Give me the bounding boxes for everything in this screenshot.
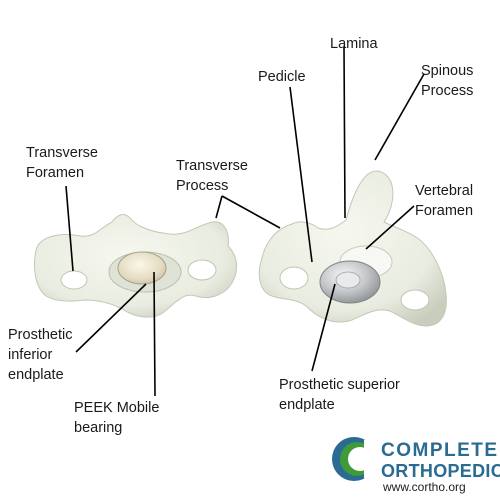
leader-lamina (343, 46, 346, 219)
peek-bearing (117, 251, 167, 285)
label-pedicle: Pedicle (258, 69, 306, 85)
leader-lines (65, 46, 425, 397)
label-prosthetic-inferior-endplate: Prosthetic inferior endplate (8, 327, 73, 383)
left-transverse-foramen-hole-right (187, 259, 217, 281)
leader-prosthetic-inferior-endplate (75, 283, 147, 353)
left-vertebra (33, 214, 237, 318)
leader-prosthetic-superior-endplate (311, 283, 336, 372)
label-vertebral-foramen: Vertebral Foramen (415, 183, 474, 219)
left-transverse-foramen-hole (60, 270, 88, 290)
leader-transverse-foramen (65, 185, 74, 272)
complete-orthopedics-logo-mark (332, 437, 382, 481)
leader-spinous-process (374, 73, 425, 161)
leader-transverse-process-a (215, 195, 223, 219)
right-transverse-foramen-hole-left (279, 266, 309, 290)
label-transverse-foramen: Transverse Foramen (26, 145, 98, 181)
logo-wordmark: COMPLETE ORTHOPEDICS (381, 440, 500, 482)
label-prosthetic-superior-endplate: Prosthetic superior endplate (279, 377, 400, 413)
right-transverse-foramen-hole-right (400, 289, 430, 311)
label-lamina: Lamina (330, 36, 378, 52)
superior-endplate-dome (335, 271, 361, 289)
logo-line-complete: COMPLETE (381, 440, 499, 461)
logo-line-orthopedics: ORTHOPEDICS (381, 461, 500, 481)
right-vertebra (258, 170, 447, 327)
leader-pedicle (289, 86, 313, 263)
leader-peek-mobile-bearing (153, 271, 156, 397)
leader-transverse-process-b (221, 195, 281, 229)
logo-url[interactable]: www.cortho.org (383, 480, 466, 494)
label-peek-mobile-bearing: PEEK Mobile bearing (74, 400, 160, 436)
leader-vertebral-foramen (365, 205, 415, 250)
label-transverse-process: Transverse Process (176, 158, 248, 194)
label-spinous-process: Spinous Process (421, 63, 474, 99)
